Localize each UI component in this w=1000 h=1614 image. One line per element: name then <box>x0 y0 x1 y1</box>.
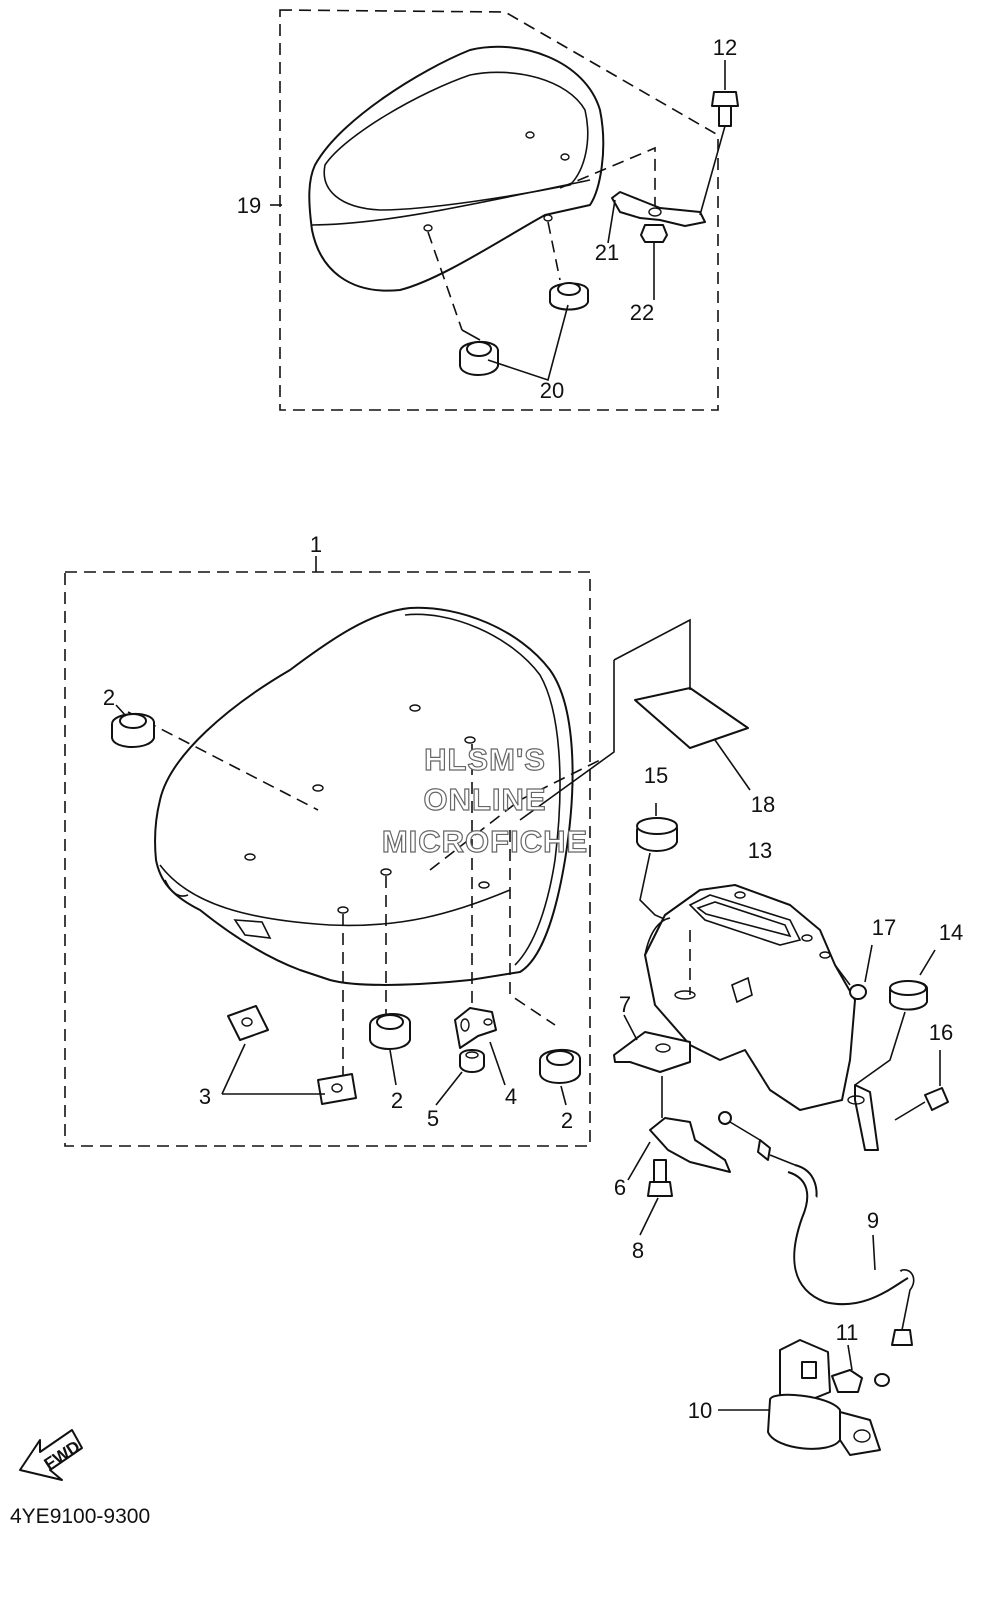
forward-arrow: FWD <box>19 1429 84 1481</box>
part-label-6: 6 <box>614 1175 626 1200</box>
seat-damper-part <box>111 712 155 748</box>
watermark: HLSM'S ONLINE MICROFICHE <box>381 741 588 859</box>
part-label-2b: 2 <box>391 1088 403 1113</box>
part-label-19: 19 <box>237 193 261 218</box>
nut-plate-part <box>317 1073 357 1105</box>
part-label-14: 14 <box>939 920 963 945</box>
screw-part <box>894 1050 949 1121</box>
part-label-17: 17 <box>872 915 896 940</box>
part-label-4: 4 <box>505 1084 517 1109</box>
part-label-9: 9 <box>867 1208 879 1233</box>
part-label-1: 1 <box>310 532 322 557</box>
part-label-22: 22 <box>630 300 654 325</box>
collar-part <box>459 1049 485 1073</box>
rear-damper-part <box>549 282 589 311</box>
rear-seat-group-boundary <box>279 9 719 411</box>
watermark-line-1: HLSM'S <box>424 742 546 777</box>
part-label-20: 20 <box>540 378 564 403</box>
grommet-part <box>854 949 936 1086</box>
latch-part <box>627 1076 731 1181</box>
drawing-number: 4YE9100-9300 <box>10 1505 150 1528</box>
tray-part <box>644 884 879 1151</box>
part-label-16: 16 <box>929 1020 953 1045</box>
rear-nut-part <box>640 224 668 243</box>
seat-lock-cable-part <box>718 1111 915 1387</box>
part-label-7: 7 <box>619 992 631 1017</box>
right-parts-group <box>519 618 949 1456</box>
seat-lock-part <box>718 1339 881 1456</box>
part-label-8: 8 <box>632 1238 644 1263</box>
part-label-10: 10 <box>688 1398 712 1423</box>
watermark-line-3: MICROFICHE <box>382 824 588 859</box>
main-seat-group <box>64 556 601 1147</box>
part-label-13: 13 <box>748 838 772 863</box>
part-number-labels: 12 19 21 22 20 1 2 15 18 13 17 14 7 16 3… <box>103 35 963 1423</box>
rear-bolt-part <box>699 91 739 216</box>
rear-damper-part <box>459 341 499 376</box>
seat-damper-part <box>369 1013 411 1050</box>
lock-bracket-part <box>613 1014 691 1073</box>
clip-part <box>834 944 873 1000</box>
part-label-11: 11 <box>836 1320 859 1345</box>
seat-bracket-part <box>454 1007 497 1049</box>
lock-screw-part <box>831 1344 863 1393</box>
rear-seat-part <box>308 45 656 331</box>
nut-plate-part <box>227 1005 269 1041</box>
part-label-3: 3 <box>199 1084 211 1109</box>
seat-damper-part <box>539 1049 581 1084</box>
part-label-2a: 2 <box>103 685 115 710</box>
latch-bolt-part <box>639 1159 673 1236</box>
part-label-15: 15 <box>644 763 668 788</box>
part-label-18: 18 <box>751 792 775 817</box>
part-label-21: 21 <box>595 240 619 265</box>
part-label-2c: 2 <box>561 1108 573 1133</box>
part-label-12: 12 <box>713 35 737 60</box>
watermark-line-2: ONLINE <box>423 782 546 817</box>
main-seat-part <box>127 606 601 1075</box>
part-label-5: 5 <box>427 1106 439 1131</box>
main-seat-group-boundary <box>64 571 591 1147</box>
decal-part <box>634 687 749 749</box>
rear-seat-group <box>270 9 739 411</box>
